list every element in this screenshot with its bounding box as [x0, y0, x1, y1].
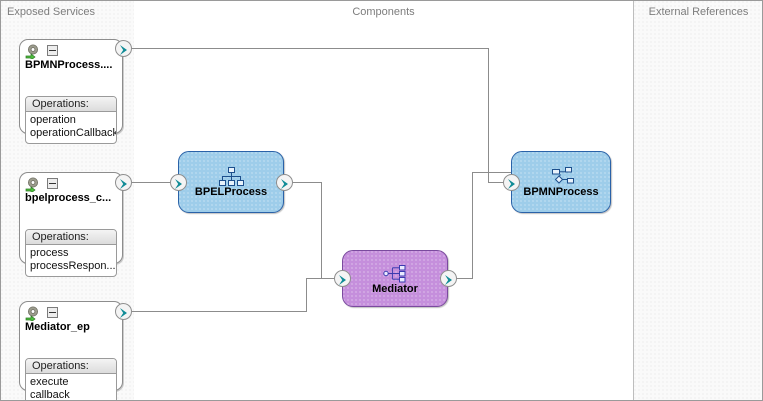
- exposed-service-bpmnprocess-ep[interactable]: BPMNProcess.... Operations: operation op…: [19, 39, 123, 144]
- collapse-minus-icon[interactable]: [47, 45, 58, 56]
- bpel-process-icon: [216, 166, 246, 188]
- port-bpelprocess-out[interactable]: [276, 174, 293, 191]
- port-bpelprocess-in[interactable]: [170, 174, 187, 191]
- service-gear-icon: [25, 305, 43, 323]
- port-mediator-ep-out[interactable]: [115, 303, 132, 320]
- operation-item[interactable]: callback: [30, 389, 70, 401]
- bpmn-process-icon: [545, 166, 577, 188]
- lane-title-components: Components: [352, 6, 415, 18]
- port-bpelprocess-ep-out[interactable]: [115, 174, 132, 191]
- wire-bpmnprocessep-top: [132, 48, 489, 49]
- service-header: bpelprocess_c...: [20, 173, 122, 204]
- wire-mediatorep-h2: [306, 278, 342, 279]
- operations-list: process processRespon...: [26, 245, 116, 276]
- wire-mediatorep-v: [306, 278, 307, 312]
- operations-list: operation operationCallback: [26, 112, 116, 143]
- component-label: Mediator: [372, 282, 418, 295]
- wire-mediatorep-h1: [132, 311, 307, 312]
- service-gear-icon: [25, 176, 43, 194]
- port-bpmnprocess-in[interactable]: [503, 174, 520, 191]
- exposed-service-mediator-ep[interactable]: Mediator_ep Operations: execute callback: [19, 301, 123, 400]
- mediator-icon: [380, 263, 410, 285]
- port-mediator-in[interactable]: [334, 270, 351, 287]
- operation-item[interactable]: process: [30, 247, 69, 259]
- wire-mediator-to-bpmn-h1: [448, 278, 473, 279]
- component-label: BPMNProcess: [523, 186, 599, 198]
- wire-bpelprocessep-in: [132, 182, 173, 183]
- port-bpmnprocess-ep-out[interactable]: [115, 40, 132, 57]
- service-name: bpelprocess_c...: [25, 192, 112, 204]
- lane-title-external-references: External References: [648, 6, 749, 18]
- wire-bpmnprocessep-in: [488, 182, 511, 183]
- component-bpmnprocess[interactable]: BPMNProcess: [511, 151, 611, 213]
- collapse-minus-icon[interactable]: [47, 178, 58, 189]
- wire-mediator-to-bpmn-h2: [472, 172, 512, 173]
- exposed-service-bpelprocess-client-ep[interactable]: bpelprocess_c... Operations: process pro…: [19, 172, 123, 277]
- operations-label: Operations:: [26, 359, 116, 374]
- operations-label: Operations:: [26, 97, 116, 112]
- wire-bpel-to-mediator-v: [321, 182, 322, 278]
- operations-label: Operations:: [26, 230, 116, 245]
- lane-title-exposed-services: Exposed Services: [7, 6, 96, 18]
- operation-item[interactable]: execute: [30, 376, 69, 388]
- wire-bpel-to-mediator-h1: [284, 182, 322, 183]
- service-gear-icon: [25, 43, 43, 61]
- component-mediator[interactable]: Mediator: [342, 250, 448, 307]
- operation-item[interactable]: operationCallback: [30, 127, 116, 139]
- operations-list: execute callback: [26, 374, 116, 401]
- component-label: BPELProcess: [194, 186, 268, 198]
- service-name: Mediator_ep: [25, 321, 90, 333]
- operations-box: Operations: execute callback: [25, 358, 117, 401]
- service-header: Mediator_ep: [20, 302, 122, 333]
- operations-box: Operations: process processRespon...: [25, 229, 117, 277]
- operation-item[interactable]: processRespon...: [30, 260, 116, 272]
- lane-external-references: [633, 1, 762, 400]
- component-bpelprocess[interactable]: BPELProcess: [178, 151, 284, 213]
- operations-box: Operations: operation operationCallback: [25, 96, 117, 144]
- service-name: BPMNProcess....: [25, 59, 113, 71]
- collapse-minus-icon[interactable]: [47, 307, 58, 318]
- service-header: BPMNProcess....: [20, 40, 122, 71]
- operation-item[interactable]: operation: [30, 114, 76, 126]
- wire-bpmnprocessep-down: [488, 48, 489, 183]
- port-mediator-out[interactable]: [440, 270, 457, 287]
- wire-mediator-to-bpmn-v: [472, 172, 473, 279]
